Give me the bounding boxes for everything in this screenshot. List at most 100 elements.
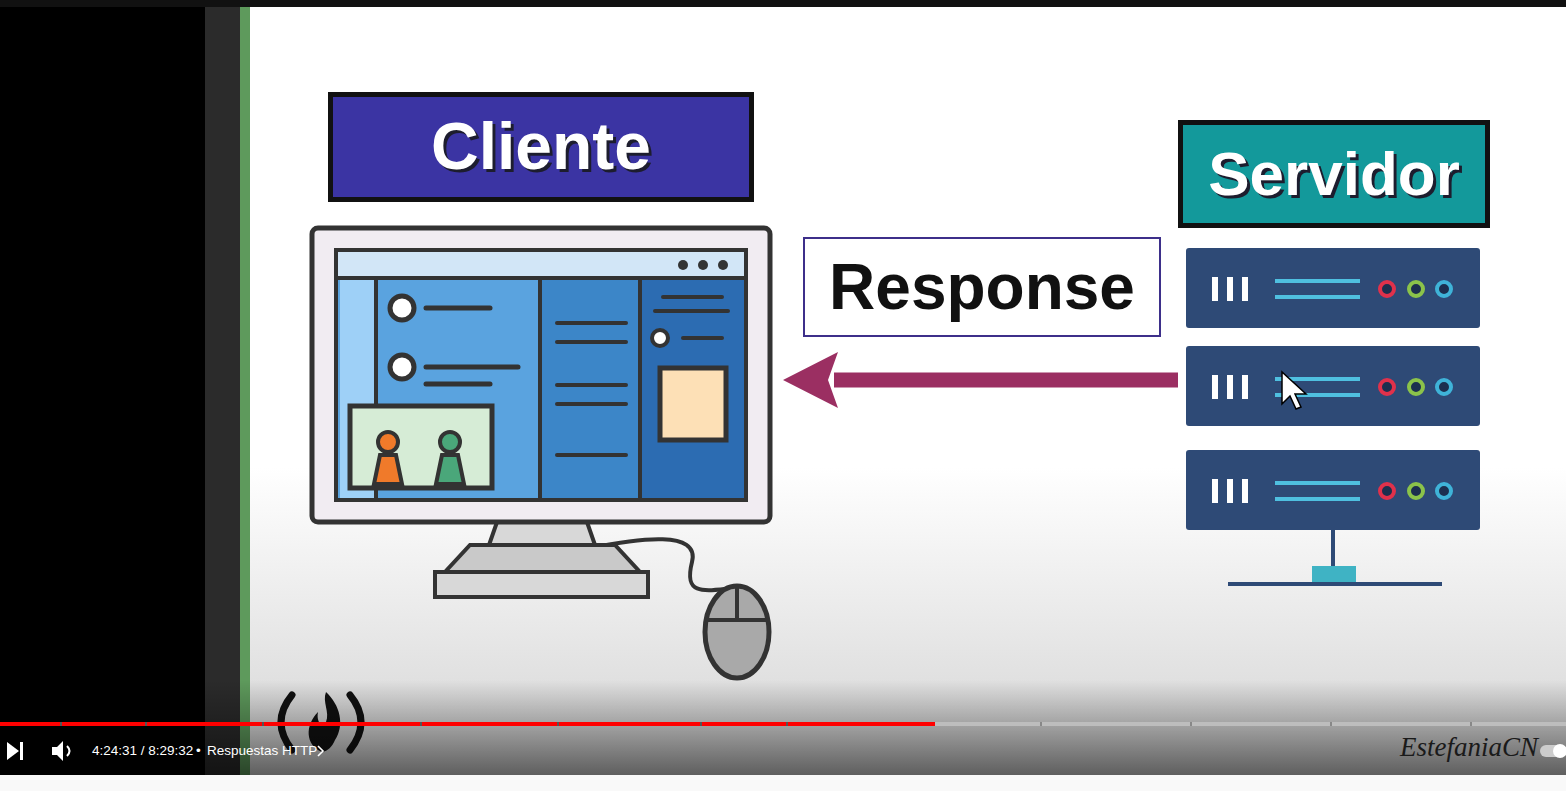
server-group: Servidor — [1178, 120, 1490, 590]
server-rack-illustration — [1380, 282, 1394, 296]
heading-text: Servidor — [1208, 141, 1460, 206]
monitor-illustration — [436, 455, 464, 484]
box-text: Response — [829, 252, 1135, 322]
server-rack-illustration — [1380, 380, 1394, 394]
player-controls — [0, 680, 1566, 791]
monitor-illustration — [663, 295, 722, 299]
monitor-illustration — [440, 432, 460, 452]
monitor-illustration — [705, 586, 769, 678]
server-rack-illustration — [1409, 282, 1423, 296]
player-controls — [262, 722, 264, 726]
monitor-illustration — [638, 280, 642, 498]
server-rack-illustration — [1409, 484, 1423, 498]
player-controls — [0, 680, 1566, 775]
server-rack-illustration — [1437, 380, 1451, 394]
monitor-illustration — [378, 432, 398, 452]
player-controls — [318, 746, 323, 756]
server-rack-illustration — [1212, 479, 1218, 503]
player-controls — [557, 722, 559, 726]
server-rack-illustration — [1275, 497, 1360, 501]
monitor-illustration — [374, 455, 402, 484]
monitor-illustration — [538, 280, 542, 498]
server-rack-illustration — [1227, 375, 1233, 399]
server-rack-illustration — [1186, 248, 1480, 586]
player-controls — [935, 722, 1566, 726]
monitor-illustration — [540, 280, 640, 498]
player-controls — [7, 742, 19, 760]
monitor-illustration — [655, 309, 728, 313]
video-frame — [250, 6, 1566, 775]
server-rack-illustration — [1275, 481, 1360, 485]
monitor-illustration — [426, 365, 518, 370]
mouse-cursor — [1282, 372, 1306, 409]
server-rack-illustration — [1186, 248, 1480, 328]
player-controls — [786, 722, 788, 726]
client-group: Cliente — [312, 92, 783, 682]
monitor-illustration — [426, 306, 490, 311]
player-controls — [1190, 722, 1192, 726]
video-frame — [240, 6, 250, 775]
monitor-illustration — [678, 260, 688, 270]
player-controls — [420, 722, 422, 726]
author-signature: EstefaniaCN — [1400, 734, 1538, 761]
server-rack-illustration — [1212, 375, 1218, 399]
separator-dot: • — [196, 744, 201, 758]
mouse-cursor — [1282, 372, 1306, 409]
player-controls — [1540, 745, 1566, 757]
arrow-head — [783, 352, 838, 408]
monitor-illustration — [336, 250, 746, 278]
player-controls — [145, 722, 147, 726]
monitor-illustration — [557, 340, 626, 344]
monitor-illustration — [557, 402, 626, 406]
monitor-illustration — [557, 453, 626, 457]
monitor-illustration — [445, 545, 640, 572]
monitor-illustration — [557, 321, 626, 325]
title-box: Servidor — [1178, 120, 1490, 228]
monitor-illustration — [350, 406, 492, 488]
server-rack-illustration — [1228, 582, 1442, 586]
player-controls — [0, 722, 935, 726]
chapter-title: Respuestas HTTP — [207, 744, 317, 758]
monitor-illustration — [652, 330, 668, 346]
video-frame — [0, 0, 1566, 7]
server-rack-illustration — [1212, 277, 1218, 301]
server-rack-illustration — [1409, 380, 1423, 394]
server-rack-illustration — [1186, 450, 1480, 530]
player-controls — [0, 775, 1566, 791]
server-rack-illustration — [1242, 479, 1248, 503]
monitor-illustration — [660, 368, 726, 440]
monitor-illustration — [735, 587, 739, 620]
monitor-illustration — [557, 383, 626, 387]
server-rack-illustration — [1227, 479, 1233, 503]
player-controls — [1553, 744, 1566, 758]
title-box: Cliente — [328, 92, 754, 202]
server-rack-illustration — [1242, 277, 1248, 301]
player-controls — [20, 742, 23, 760]
response-box: Response — [803, 237, 1161, 337]
server-rack-illustration — [1242, 375, 1248, 399]
player-controls — [1040, 722, 1042, 726]
video-timestamp: 4:24:31 / 8:29:32 — [92, 744, 193, 758]
player-controls — [700, 722, 702, 726]
heading-text: Cliente — [431, 112, 651, 181]
server-rack-illustration — [1275, 295, 1360, 299]
server-rack-illustration — [1331, 528, 1335, 570]
monitor-illustration — [336, 250, 746, 500]
player-controls — [1470, 722, 1472, 726]
response-arrow — [783, 352, 1178, 408]
monitor-illustration — [718, 260, 728, 270]
monitor-illustration — [390, 355, 414, 379]
server-rack-illustration — [1380, 484, 1394, 498]
server-rack-illustration — [1437, 484, 1451, 498]
player-controls — [52, 741, 63, 761]
video-frame — [205, 6, 240, 775]
monitor-illustration — [683, 336, 722, 340]
arrow-shaft — [834, 373, 1178, 388]
monitor-illustration — [336, 250, 746, 500]
server-rack-illustration — [1275, 279, 1360, 283]
player-controls — [60, 722, 62, 726]
